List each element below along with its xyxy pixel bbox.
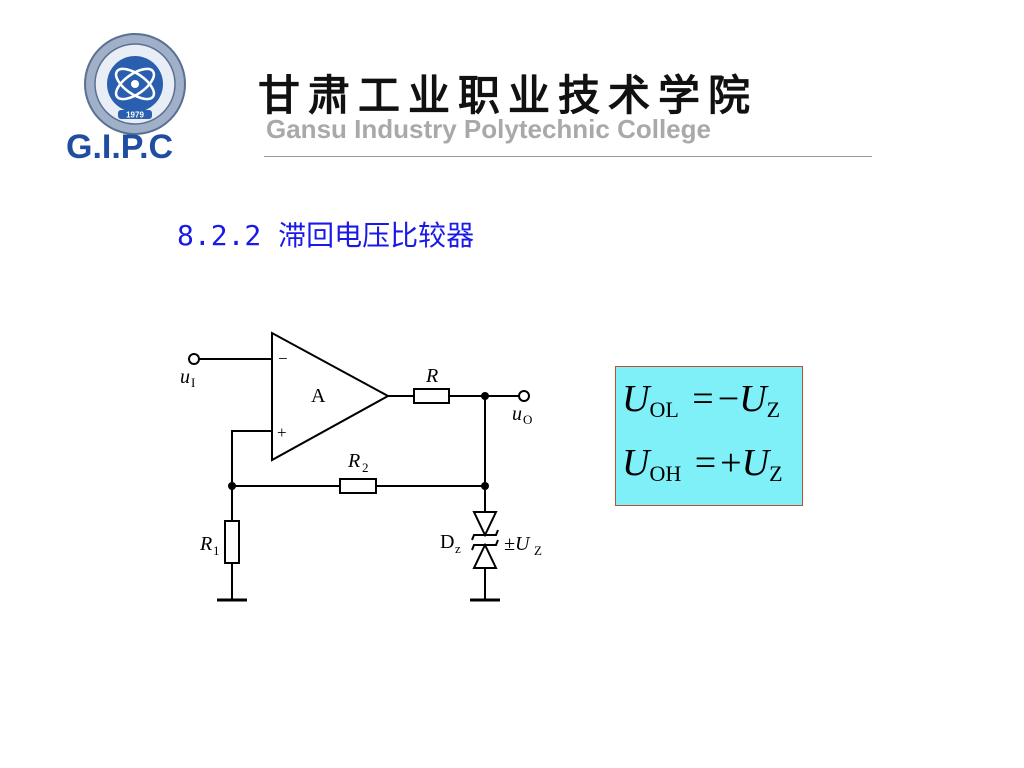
resistor-r	[413, 388, 450, 404]
input-label-sub: I	[191, 375, 195, 390]
output-node	[481, 392, 489, 400]
resistor-r2	[339, 478, 377, 494]
formula-uol-rhs-sub: Z	[766, 397, 781, 422]
formula-uoh-rhs-sub: Z	[769, 461, 783, 486]
formula-uoh-sign: +	[720, 442, 742, 484]
formula-box: UOL =−UZ UOH =+UZ	[615, 366, 803, 506]
zener-voltage-sub: Z	[534, 543, 542, 558]
college-logo-emblem: 1979	[84, 33, 186, 135]
opamp-label: A	[311, 385, 326, 407]
resistor-r2-label: R	[347, 450, 360, 472]
zener-diode-symbol	[471, 511, 499, 569]
formula-uol-rhs: U	[739, 378, 767, 420]
formula-uol-lhs-sub: OL	[649, 397, 679, 422]
zener-voltage-label: ±U	[504, 533, 531, 555]
logo-year: 1979	[126, 111, 144, 120]
college-name-chinese: 甘肃工业职业技术学院	[258, 71, 759, 120]
output-label-sub: O	[523, 412, 532, 427]
logo-abbreviation: G.I.P.C	[66, 128, 174, 166]
resistor-r1-label: R	[199, 533, 212, 555]
noninv-wire	[231, 430, 272, 486]
output-terminal	[518, 390, 530, 402]
input-terminal	[188, 353, 200, 365]
resistor-r1	[224, 520, 240, 564]
output-label: u	[512, 403, 522, 425]
college-name-english: Gansu Industry Polytechnic College	[266, 114, 711, 144]
resistor-r1-sub: 1	[213, 543, 220, 558]
zener-label: D	[440, 531, 454, 553]
formula-uol-equals: =	[692, 378, 714, 420]
opamp-triangle	[271, 331, 391, 462]
r1-node	[228, 482, 236, 490]
noninverting-input-sign: +	[277, 423, 287, 442]
formula-uoh-equals: =	[694, 442, 717, 484]
formula-uol-sign: −	[717, 378, 740, 420]
inverting-input-sign: −	[278, 349, 288, 368]
zener-label-sub: z	[455, 541, 461, 556]
formula-uol: UOL =−UZ	[622, 377, 781, 422]
resistor-r2-sub: 2	[362, 460, 369, 475]
input-label: u	[180, 366, 190, 388]
resistor-r-label: R	[425, 365, 438, 387]
formula-uoh-lhs-sub: OH	[649, 461, 682, 486]
formula-uoh-lhs: U	[622, 442, 650, 484]
section-title: 8.2.2 滞回电压比较器	[177, 219, 475, 252]
zener-node	[481, 482, 489, 490]
header-divider	[264, 156, 872, 157]
formula-uoh: UOH =+UZ	[622, 441, 783, 486]
formula-uoh-rhs: U	[741, 442, 770, 484]
formula-uol-lhs: U	[622, 378, 650, 420]
